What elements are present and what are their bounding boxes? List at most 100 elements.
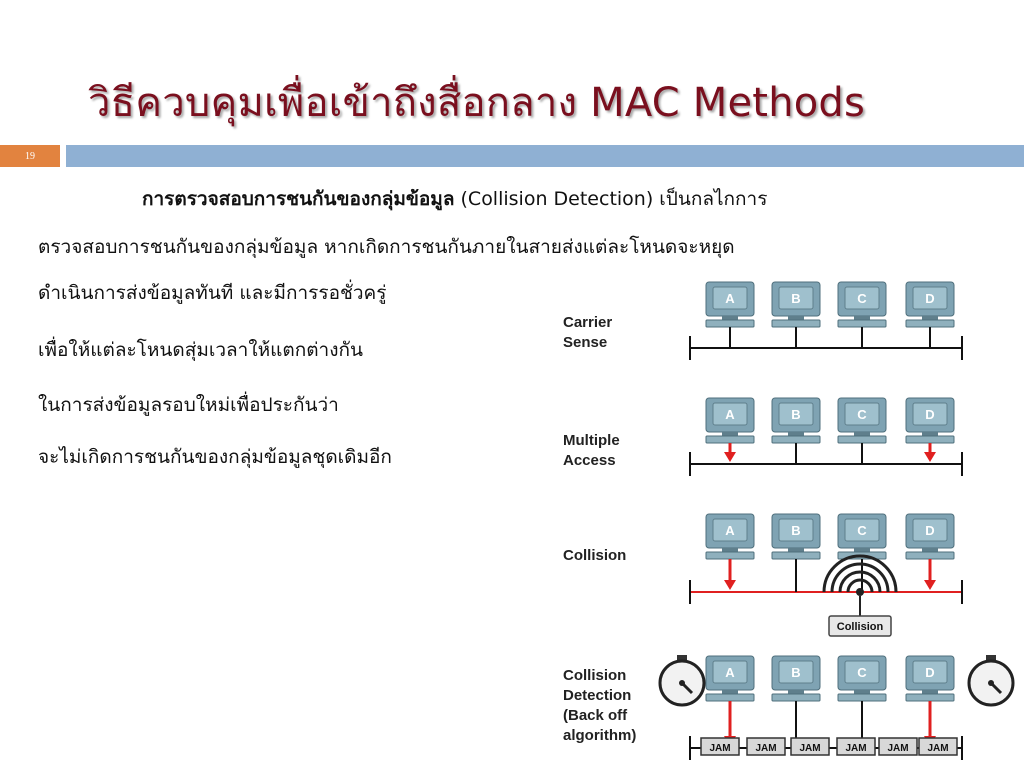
stopwatch-right-icon-hand: [989, 681, 1003, 695]
cd-label-line2: Detection: [563, 687, 632, 704]
multiple-access-node-d-monitor: [905, 397, 955, 433]
multiple-access-node-a-label: A: [725, 407, 735, 422]
collision-detection-node-a-keyboard: [705, 693, 755, 702]
stopwatch-left-icon-crown: [677, 655, 687, 661]
collision-node-d-monitor: [905, 513, 955, 549]
multiple-access-node-a-stand: [722, 432, 738, 436]
multiple-access-node-d-screen: [912, 402, 948, 426]
collision-detection-node-b-screen: [778, 660, 814, 684]
carrier-sense-node-a-screen: [712, 286, 748, 310]
multiple-access-node-c: C: [837, 397, 887, 444]
collision-detection-label: Collision Detection (Back off algorithm): [563, 666, 636, 746]
carrier-sense-node-c-screen: [844, 286, 880, 310]
collision-node-a-label: A: [725, 523, 735, 538]
carrier-sense-node-a-keyboard: [705, 319, 755, 328]
multiple-access-label-line1: Multiple: [563, 432, 620, 449]
multiple-access-node-b-stand: [788, 432, 804, 436]
jam-label-3: JAM: [799, 743, 820, 754]
jam-label-2: JAM: [755, 743, 776, 754]
collision-detection-node-a: A: [705, 655, 755, 702]
stopwatch-right-icon-pin: [988, 680, 994, 686]
collision-node-c-stand: [854, 548, 870, 552]
jam-label-4: JAM: [845, 743, 866, 754]
collision-node-a-arrow-head: [724, 580, 736, 590]
carrier-sense-node-b: B: [771, 281, 821, 328]
jam-box-6: [918, 737, 958, 756]
collision-node-d-arrow-head: [924, 580, 936, 590]
title-underline-bar: [66, 145, 1024, 167]
collision-wave-4: [846, 578, 874, 593]
slide-title: วิธีควบคุมเพื่อเข้าถึงสื่อกลาง MAC Metho…: [88, 80, 866, 126]
carrier-sense-node-d-label: D: [925, 291, 934, 306]
jam-box-2: [746, 737, 786, 756]
collision-detection-node-b-keyboard: [771, 693, 821, 702]
collision-node-d-label: D: [925, 523, 934, 538]
jam-box-3: [790, 737, 830, 756]
slide-number-box: 19: [0, 145, 60, 167]
body-line-2: ตรวจสอบการชนกันของกลุ่มข้อมูล หากเกิดการ…: [38, 236, 735, 258]
carrier-sense-node-a: A: [705, 281, 755, 328]
collision-detection-node-c: C: [837, 655, 887, 702]
collision-detection-node-a-screen: [712, 660, 748, 684]
collision-detection-node-d-screen: [912, 660, 948, 684]
carrier-sense-node-a-label: A: [725, 291, 735, 306]
carrier-sense-node-d-stand: [922, 316, 938, 320]
collision-node-d-screen: [912, 518, 948, 542]
multiple-access-node-b-monitor: [771, 397, 821, 433]
carrier-sense-label-line1: Carrier: [563, 314, 613, 331]
collision-node-d-stand: [922, 548, 938, 552]
multiple-access-node-c-stand: [854, 432, 870, 436]
carrier-sense-node-d-monitor: [905, 281, 955, 317]
carrier-sense-node-b-keyboard: [771, 319, 821, 328]
carrier-sense-node-b-label: B: [791, 291, 800, 306]
collision-detection-node-b-label: B: [791, 665, 800, 680]
collision-label: Collision: [563, 547, 627, 564]
collision-detection-node-a-monitor: [705, 655, 755, 691]
collision-detection-node-d-keyboard: [905, 693, 955, 702]
carrier-sense-node-d: D: [905, 281, 955, 328]
collision-node-c: C: [837, 513, 887, 560]
body-line-3: ดำเนินการส่งข้อมูลทันที และมีการรอชั่วคร…: [38, 282, 387, 304]
collision-detection-node-c-screen: [844, 660, 880, 684]
jam-box-1: [700, 737, 740, 756]
collision-detection-node-c-label: C: [857, 665, 867, 680]
collision-center: [856, 588, 864, 596]
multiple-access-node-a-keyboard: [705, 435, 755, 444]
collision-detection-node-c-keyboard: [837, 693, 887, 702]
collision-node-b-keyboard: [771, 551, 821, 560]
collision-detection-node-d: D: [905, 655, 955, 702]
collision-detection-node-b-stand: [788, 690, 804, 694]
stopwatch-right-icon-face: [967, 659, 1015, 707]
body-line-1-rest: (Collision Detection) เป็นกลไกการ: [454, 188, 768, 210]
carrier-sense-node-a-monitor: [705, 281, 755, 317]
collision-detection-node-c-monitor: [837, 655, 887, 691]
jam-label-1: JAM: [709, 743, 730, 754]
jam-label-6: JAM: [927, 743, 948, 754]
collision-wave-3: [838, 570, 882, 593]
body-line-6: จะไม่เกิดการชนกันของกลุ่มข้อมูลชุดเดิมอี…: [38, 446, 392, 468]
carrier-sense-node-b-screen: [778, 286, 814, 310]
collision-detection-node-c-stand: [854, 690, 870, 694]
multiple-access-node-d-keyboard: [905, 435, 955, 444]
carrier-sense-node-d-keyboard: [905, 319, 955, 328]
collision-node-c-screen: [844, 518, 880, 542]
collision-node-c-monitor: [837, 513, 887, 549]
collision-wave-2: [830, 562, 890, 593]
collision-detection-node-d-stand: [922, 690, 938, 694]
multiple-access-node-d-stand: [922, 432, 938, 436]
slide-number: 19: [25, 150, 35, 162]
body-line-4: เพื่อให้แต่ละโหนดสุ่มเวลาให้แตกต่างกัน: [38, 339, 363, 361]
body-line-5: ในการส่งข้อมูลรอบใหม่เพื่อประกันว่า: [38, 394, 339, 416]
multiple-access-node-a: A: [705, 397, 755, 444]
multiple-access-node-c-label: C: [857, 407, 867, 422]
jam-box-5: [878, 737, 918, 756]
jam-label-5: JAM: [887, 743, 908, 754]
collision-node-c-keyboard: [837, 551, 887, 560]
cd-label-line1: Collision: [563, 667, 627, 684]
carrier-sense-node-c: C: [837, 281, 887, 328]
multiple-access-node-b-label: B: [791, 407, 800, 422]
collision-node-b-label: B: [791, 523, 800, 538]
collision-detection-node-a-arrow-head: [724, 736, 736, 746]
multiple-access-node-c-screen: [844, 402, 880, 426]
jam-box-4: [836, 737, 876, 756]
